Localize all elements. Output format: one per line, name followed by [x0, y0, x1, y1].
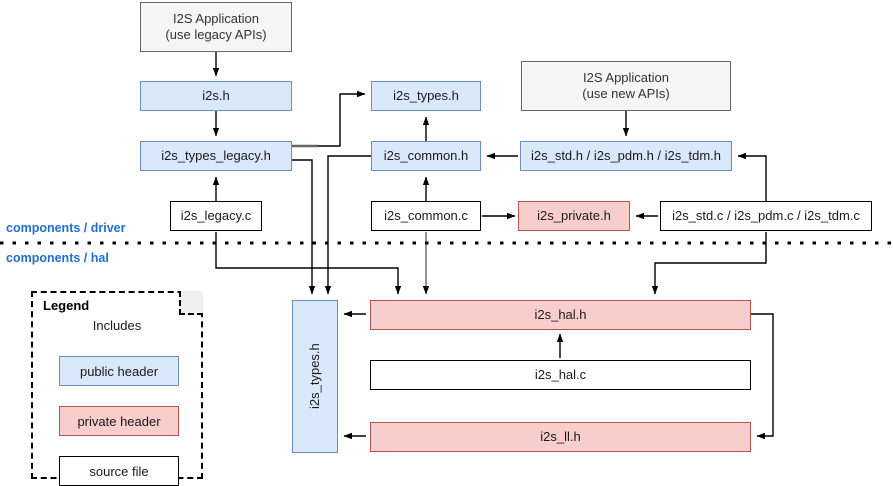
node-i2s-types-h-hal[interactable]: i2s_types.h: [292, 300, 338, 453]
node-i2s-ll-h[interactable]: i2s_ll.h: [370, 422, 751, 452]
legend-fold-corner: [179, 291, 203, 315]
node-i2s-h[interactable]: i2s.h: [140, 81, 292, 111]
legend-box: Legend Includes public header private he…: [31, 291, 203, 486]
app-new-line1: I2S Application: [582, 69, 669, 85]
legend-item-public-header: public header: [59, 356, 179, 386]
divider-label-driver: components / driver: [6, 221, 126, 235]
node-i2s-application-legacy[interactable]: I2S Application (use legacy APIs): [140, 2, 292, 52]
legend-includes-label: Includes: [92, 318, 142, 333]
node-i2s-types-legacy-h[interactable]: i2s_types_legacy.h: [140, 141, 292, 171]
app-legacy-line2: (use legacy APIs): [165, 27, 267, 42]
app-new-line2: (use new APIs): [582, 86, 670, 101]
node-i2s-std-pdm-tdm-h[interactable]: i2s_std.h / i2s_pdm.h / i2s_tdm.h: [520, 141, 732, 171]
legend-item-source-file: source file: [59, 456, 179, 486]
node-i2s-common-c[interactable]: i2s_common.c: [371, 201, 481, 231]
legend-title: Legend: [43, 298, 90, 313]
divider-label-hal: components / hal: [6, 251, 109, 265]
app-legacy-line1: I2S Application: [172, 10, 259, 26]
node-i2s-private-h[interactable]: i2s_private.h: [518, 201, 630, 231]
node-i2s-types-h-driver[interactable]: i2s_types.h: [371, 81, 481, 111]
node-i2s-hal-c[interactable]: i2s_hal.c: [370, 360, 751, 390]
node-i2s-legacy-c[interactable]: i2s_legacy.c: [170, 201, 262, 231]
node-i2s-hal-h[interactable]: i2s_hal.h: [370, 300, 751, 330]
node-i2s-common-h[interactable]: i2s_common.h: [371, 141, 481, 171]
node-i2s-std-pdm-tdm-c[interactable]: i2s_std.c / i2s_pdm.c / i2s_tdm.c: [660, 201, 872, 231]
node-i2s-application-new[interactable]: I2S Application (use new APIs): [521, 61, 731, 111]
legend-item-private-header: private header: [59, 406, 179, 436]
